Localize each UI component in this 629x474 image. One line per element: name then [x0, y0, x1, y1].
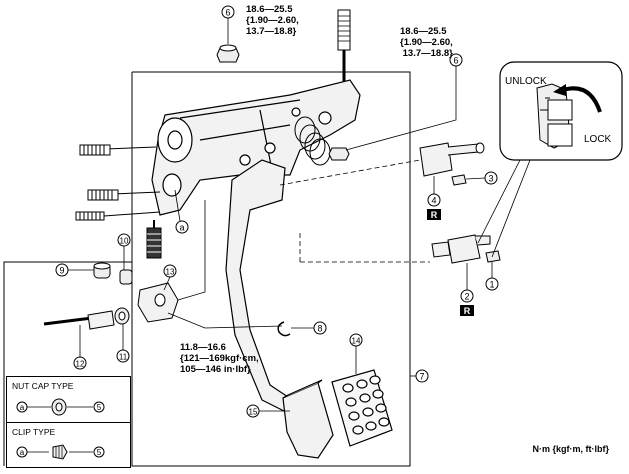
spring-pin	[146, 220, 162, 259]
assembly-frame	[3, 71, 411, 467]
lock-label: LOCK	[584, 134, 612, 145]
legend-clip-type: CLIP TYPE a 5	[7, 422, 130, 467]
torque-spec-bottom: 11.8—16.6 {121—169kgf·cm, 105—146 in·lbf…	[180, 342, 259, 375]
pedal-bracket	[151, 79, 361, 216]
legend-nut-cap-type: NUT CAP TYPE a 5	[7, 377, 130, 421]
clip-8	[277, 321, 291, 337]
legend-clip-ref: a	[20, 448, 25, 457]
mounting-studs	[75, 144, 161, 221]
bolt-12	[43, 310, 115, 330]
legend-clip-num: 5	[97, 448, 102, 457]
clip-1	[485, 250, 501, 263]
lock-detail	[499, 61, 623, 161]
fastener-type-legend: NUT CAP TYPE a 5 CLIP TYPE a 5	[6, 376, 131, 468]
callout-2: 2	[464, 292, 469, 302]
callout-14: 14	[352, 337, 361, 346]
torque-units: N·m {kgf·m, ft·lbf}	[532, 444, 610, 454]
callout-a: a	[179, 223, 184, 233]
torque-spec-right: 18.6—25.5 {1.90—2.60, 13.7—18.8}	[400, 26, 453, 59]
callout-1: 1	[489, 280, 494, 290]
legend-nut-cap-num: 5	[97, 403, 102, 412]
callout-13: 13	[166, 268, 175, 277]
detail-leaders	[279, 159, 531, 263]
switch-assembly-4	[419, 142, 485, 177]
callout-10: 10	[120, 237, 129, 246]
legend-nut-cap-ref: a	[20, 403, 25, 412]
callout-9: 9	[59, 266, 64, 276]
callout-6-top: 6	[225, 8, 230, 18]
return-spring	[294, 116, 331, 166]
nut-right	[328, 147, 350, 161]
pedal-pad-14	[331, 369, 393, 447]
pedal-pad-assy	[282, 379, 334, 459]
clevis-13	[137, 282, 179, 323]
switch-assembly-2	[431, 234, 491, 264]
legend-nut-cap-title: NUT CAP TYPE	[12, 381, 74, 391]
clip-3	[451, 174, 467, 186]
torque-spec-top: 18.6—25.5 {1.90—2.60, 13.7—18.8}	[246, 4, 299, 37]
nut-cap-illustration: a 5	[16, 398, 105, 416]
legend-clip-title: CLIP TYPE	[12, 427, 56, 437]
clip-illustration: a 5	[16, 444, 105, 460]
callout-6-right: 6	[453, 56, 458, 66]
clevis-leaders	[167, 200, 283, 329]
callouts: 6 6 4 3 2 1 7 8 9 10	[55, 5, 499, 418]
callout-15: 15	[249, 408, 258, 417]
nut-11	[114, 307, 130, 325]
bushing-10	[119, 269, 133, 285]
callout-3: 3	[488, 174, 493, 184]
callout-12: 12	[76, 360, 85, 369]
replace-marker-4: R	[431, 210, 438, 220]
pedal-arm	[225, 159, 301, 416]
push-rod	[337, 9, 351, 86]
replace-marker-2: R	[464, 306, 471, 316]
callout-4: 4	[431, 196, 436, 206]
nut-top	[216, 44, 240, 63]
callout-8: 8	[317, 324, 322, 334]
callout-7: 7	[419, 372, 424, 382]
callout-11: 11	[119, 353, 128, 362]
unlock-label: UNLOCK	[505, 76, 547, 87]
bushing-9	[93, 262, 111, 279]
